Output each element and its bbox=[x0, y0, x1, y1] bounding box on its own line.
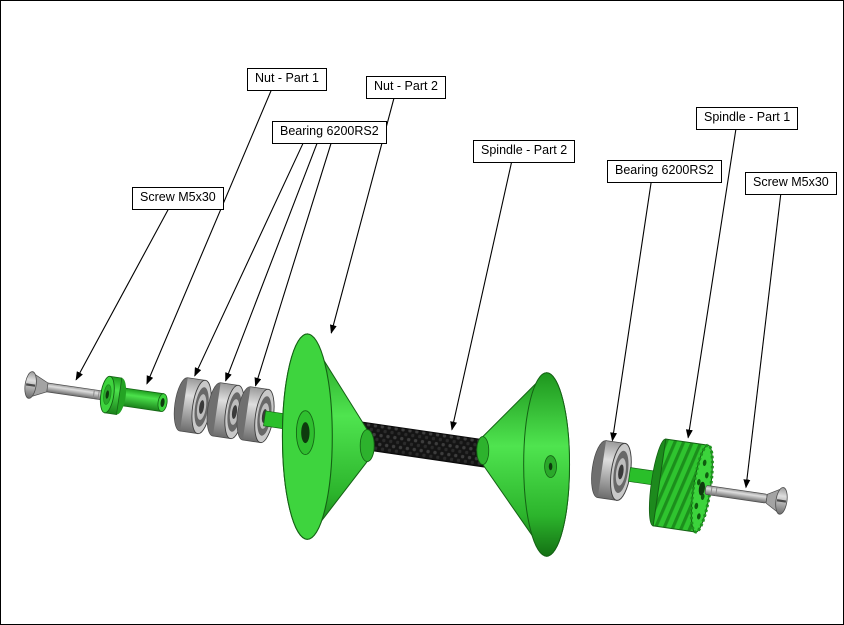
spindle-part-1-gear bbox=[648, 438, 714, 534]
bearing-6200rs2-right bbox=[587, 438, 636, 503]
screw-slot bbox=[776, 499, 787, 503]
label-spindle-part-2: Spindle - Part 2 bbox=[473, 140, 576, 163]
leader-bearing-3 bbox=[254, 142, 332, 387]
label-screw-m5x30-left: Screw M5x30 bbox=[132, 187, 224, 210]
label-nut-part-2: Nut - Part 2 bbox=[366, 76, 446, 99]
spindle-part-2-cone bbox=[476, 372, 571, 557]
leader-bearing-right bbox=[610, 181, 652, 442]
leader-nut-part-1 bbox=[146, 89, 272, 385]
leader-screw-left bbox=[75, 208, 170, 381]
label-spindle-part-1: Spindle - Part 1 bbox=[696, 107, 799, 130]
label-bearing-6200rs2-right: Bearing 6200RS2 bbox=[607, 160, 722, 183]
screw-m5x30-left bbox=[24, 371, 106, 401]
leader-bearing-2 bbox=[225, 142, 318, 382]
nut-part-2 bbox=[281, 333, 375, 540]
label-nut-part-1: Nut - Part 1 bbox=[247, 68, 327, 91]
leader-spindle-part-2 bbox=[450, 161, 513, 431]
leader-spindle-part-1 bbox=[685, 128, 737, 439]
label-screw-m5x30-right: Screw M5x30 bbox=[745, 172, 837, 195]
screw-m5x30-right bbox=[704, 485, 788, 515]
screw-slot bbox=[26, 383, 36, 387]
leader-lines bbox=[75, 89, 782, 489]
leader-screw-right bbox=[743, 193, 782, 489]
nut-part-1 bbox=[99, 375, 168, 415]
leader-bearing-1 bbox=[194, 142, 304, 377]
label-bearing-6200rs2-left: Bearing 6200RS2 bbox=[272, 121, 387, 144]
